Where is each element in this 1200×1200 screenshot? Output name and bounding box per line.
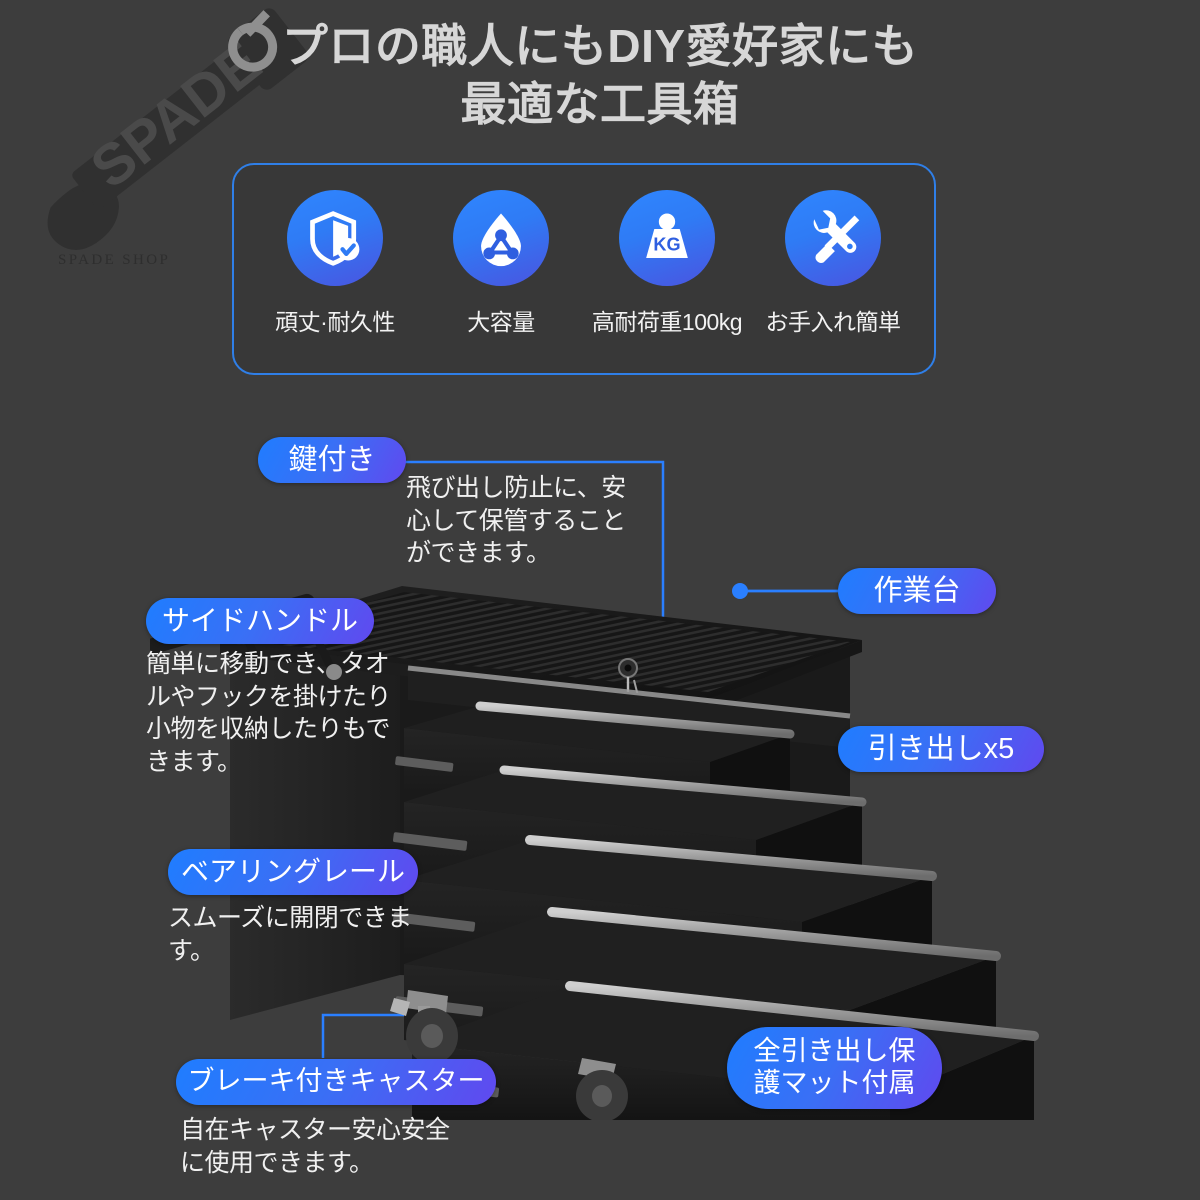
desc-line: 心して保管すること: [406, 506, 626, 535]
callout-desc-lock: 飛び出し防止に、安 心して保管すること ができます。: [406, 472, 656, 570]
desc-line: 小物を収納したりもで: [146, 715, 391, 743]
callout-pill-protective-mat[interactable]: 全引き出し保 護マット付属: [727, 1027, 942, 1109]
pill-label: 引き出しx5: [867, 732, 1015, 765]
callout-pill-caster[interactable]: ブレーキ付きキャスター: [176, 1059, 496, 1105]
droplet-capacity-icon: [453, 190, 549, 286]
feature-durability: 頑丈·耐久性: [255, 190, 415, 337]
desc-line: ルやフックを掛けたり: [146, 682, 392, 711]
callout-pill-drawers[interactable]: 引き出しx5: [838, 726, 1044, 772]
kg-icon-text: KG: [653, 235, 680, 255]
feature-easy-care: お手入れ簡単: [753, 190, 913, 337]
pill-label-line-1: 全引き出し保: [753, 1036, 916, 1067]
caster-wheels: [390, 990, 628, 1122]
page-title: プロの職人にもDIY愛好家にも 最適な工具箱: [0, 18, 1200, 134]
headline-line-1: プロの職人にもDIY愛好家にも: [281, 20, 919, 72]
feature-label: 高耐荷重100kg: [591, 309, 743, 335]
pill-label-line-2: 護マット付属: [753, 1068, 916, 1098]
feature-label: 頑丈·耐久性: [275, 309, 395, 335]
callout-desc-caster: 自在キャスター安心安全 に使用できます。: [180, 1114, 500, 1179]
desc-line: 簡単に移動でき、タオ: [146, 650, 390, 678]
feature-highlight-box: 頑丈·耐久性 大容量 KG: [232, 163, 936, 375]
pill-label: ベアリングレール: [180, 856, 405, 888]
kg-weight-icon: KG: [619, 190, 715, 286]
desc-line: ができます。: [406, 539, 551, 567]
desc-line: に使用できます。: [180, 1148, 374, 1177]
desc-line: す。: [168, 936, 215, 965]
desc-line: スムーズに開閉できま: [168, 904, 412, 932]
feature-capacity: 大容量: [421, 190, 581, 337]
callout-pill-lock[interactable]: 鍵付き: [258, 437, 406, 483]
callout-desc-bearing-rail: スムーズに開閉できま す。: [168, 902, 450, 967]
wrench-screwdriver-icon: [785, 190, 881, 286]
pill-label: 鍵付き: [288, 443, 376, 476]
shield-check-icon: [287, 190, 383, 286]
feature-load-capacity: KG 高耐荷重100kg: [587, 190, 747, 337]
feature-label: お手入れ簡単: [765, 309, 902, 335]
watermark-shop-text: SPADE SHOP: [58, 252, 171, 268]
feature-label: 大容量: [467, 309, 535, 335]
pill-label: サイドハンドル: [161, 605, 358, 637]
desc-line: 飛び出し防止に、安: [406, 474, 626, 502]
desc-line: 自在キャスター安心安全: [180, 1116, 450, 1144]
callout-pill-side-handle[interactable]: サイドハンドル: [146, 598, 374, 644]
pill-label: 作業台: [873, 574, 961, 607]
callout-desc-side-handle: 簡単に移動でき、タオ ルやフックを掛けたり 小物を収納したりもで きます。: [146, 648, 414, 778]
callout-pill-worktop[interactable]: 作業台: [838, 568, 996, 614]
headline-line-2: 最適な工具箱: [460, 77, 740, 130]
pill-label: ブレーキ付きキャスター: [187, 1066, 485, 1097]
callout-pill-bearing-rail[interactable]: ベアリングレール: [168, 849, 418, 895]
desc-line: きます。: [146, 747, 242, 776]
